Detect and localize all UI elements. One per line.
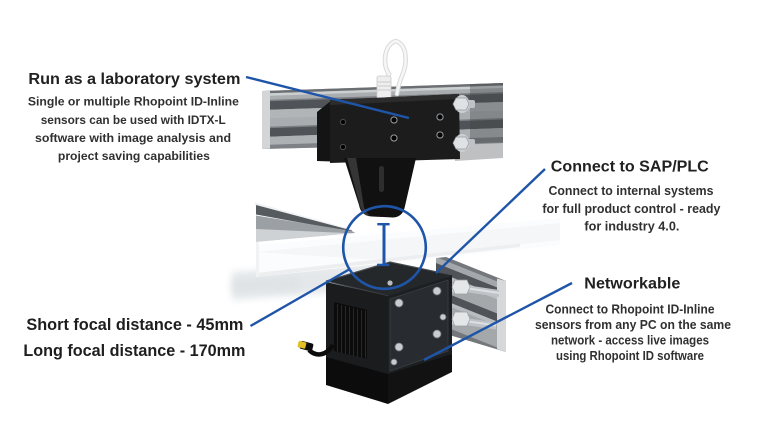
svg-text:for full product control - rea: for full product control - ready (542, 201, 721, 216)
svg-text:Single or multiple Rhopoint ID: Single or multiple Rhopoint ID-Inline (28, 95, 239, 109)
svg-text:network - access live images: network - access live images (551, 333, 709, 348)
svg-text:project saving capabilities: project saving capabilities (58, 149, 210, 163)
svg-text:sensors from any PC on the sam: sensors from any PC on the same (535, 317, 731, 332)
svg-text:for industry 4.0.: for industry 4.0. (584, 219, 679, 234)
svg-text:software with image analysis: software with image analysis and (35, 131, 231, 145)
svg-text:sensors can be used with IDTX-: sensors can be used with IDTX-L (41, 113, 226, 127)
svg-text:Short focal distance - 45mm: Short focal distance - 45mm (26, 315, 243, 334)
svg-text:Networkable: Networkable (584, 275, 680, 292)
svg-text:Long focal distance - 170mm: Long focal distance - 170mm (23, 341, 245, 360)
svg-text:Connect to internal systems: Connect to internal systems (549, 183, 714, 198)
svg-text:using Rhopoint ID software: using Rhopoint ID software (556, 348, 704, 363)
svg-text:Connect to Rhopoint ID-Inline: Connect to Rhopoint ID-Inline (546, 302, 715, 317)
svg-text:Run as a laboratory system: Run as a laboratory system (28, 71, 240, 88)
svg-text:Connect to SAP/PLC: Connect to SAP/PLC (551, 159, 709, 176)
